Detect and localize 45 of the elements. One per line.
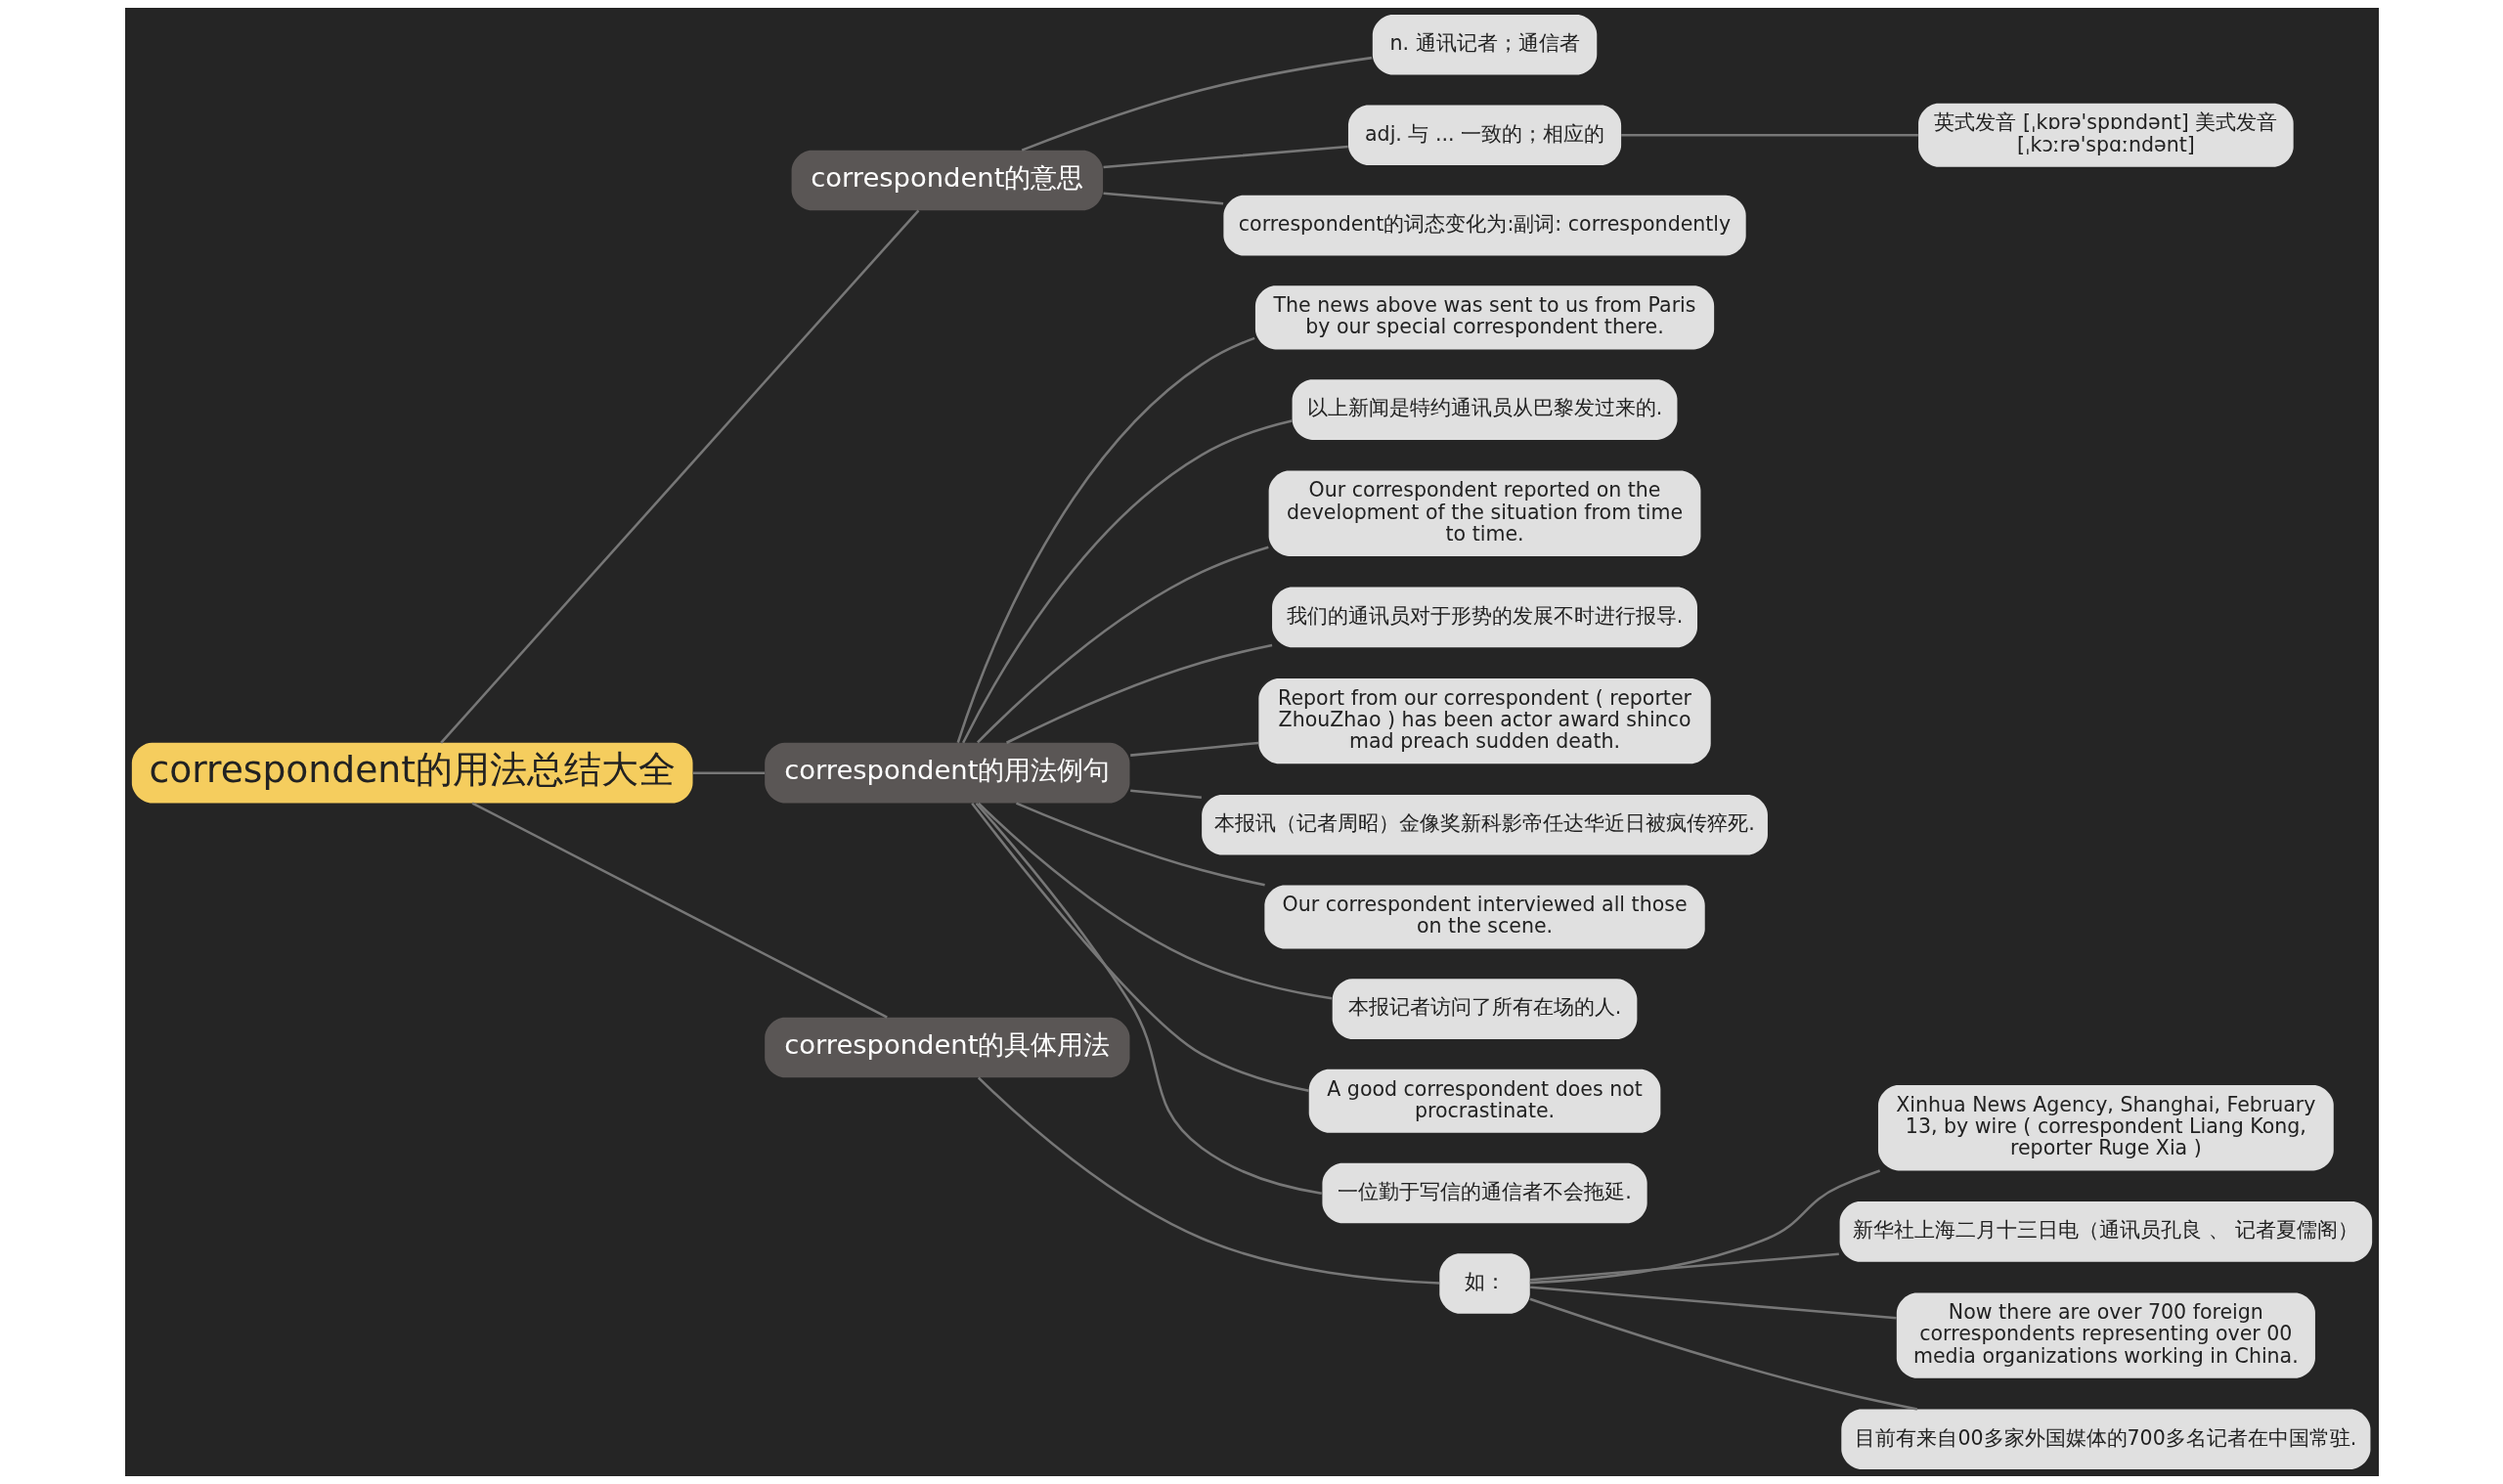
connector [977,802,1332,1000]
node-box: 我们的通讯员对于形势的发展不时进行报导. [1271,587,1697,648]
node-box: 目前有来自00多家外国媒体的700多名记者在中国常驻. [1840,1409,2370,1470]
node-box: 如： [1438,1253,1530,1314]
connector [1529,1252,1839,1282]
connector [439,209,919,744]
node-box: Report from our correspondent ( reporter ZhouZhao ) has been actor award shinco mad preach sudden death. [1257,677,1711,764]
node-box: A good correspondent does not procrastinate. [1308,1069,1660,1133]
node-box: 一位勤于写信的通信者不会拖延. [1321,1162,1647,1224]
node-box: 英式发音 [ˌkɒrə'spɒndənt] 美式发音 [ˌkɔːrə'spɑːndənt] [1917,103,2294,167]
connector [956,336,1255,744]
node-box: correspondent的具体用法 [764,1017,1129,1078]
connector [970,803,1309,1092]
connector [1129,789,1202,800]
connector [1528,1297,1917,1411]
connector [1015,802,1265,887]
connector [1529,1286,1897,1320]
node-box: 新华社上海二月十三日电（通讯员孔良 、 记者夏儒阁） [1839,1201,2372,1262]
node-box: Xinhua News Agency, Shanghai, February 13, by wire ( correspondent Liang Kong, reporter Ruge Xia ) [1877,1085,2334,1171]
connector [976,546,1269,744]
node-box: n. 通讯记者；通信者 [1372,14,1597,75]
connector [471,802,888,1019]
node-box: correspondent的词态变化为:副词: correspondently [1222,195,1746,256]
connector [1529,1169,1880,1285]
node-box: 本报讯（记者周昭）金像奖新科影帝任达华近日被疯传猝死. [1201,794,1768,855]
connector [1129,741,1258,757]
connector [1620,133,1918,137]
node-box: 以上新闻是特约通讯员从巴黎发过来的. [1292,379,1677,440]
node-box: correspondent的意思 [791,150,1103,211]
connector [1102,192,1223,205]
node-box: correspondent的用法总结大全 [131,742,693,804]
node-box: adj. 与 ... 一致的；相应的 [1347,105,1621,166]
node-box: correspondent的用法例句 [764,742,1129,804]
node-box: Our correspondent interviewed all those on the scene. [1263,885,1705,949]
node-box: Our correspondent reported on the development of the situation from time to time. [1268,470,1700,556]
node-box: 本报记者访问了所有在场的人. [1332,979,1637,1039]
connector [975,802,1322,1195]
connector [961,419,1293,744]
connector [692,771,765,774]
node-box: Now there are over 700 foreign correspondents representing over 00 media organizations working in China. [1896,1292,2315,1378]
node-box: The news above was sent to us from Paris by our special correspondent there. [1254,285,1714,350]
connector [1021,56,1372,152]
connector [1005,643,1272,744]
connector [977,1076,1439,1285]
connector [1102,145,1348,169]
